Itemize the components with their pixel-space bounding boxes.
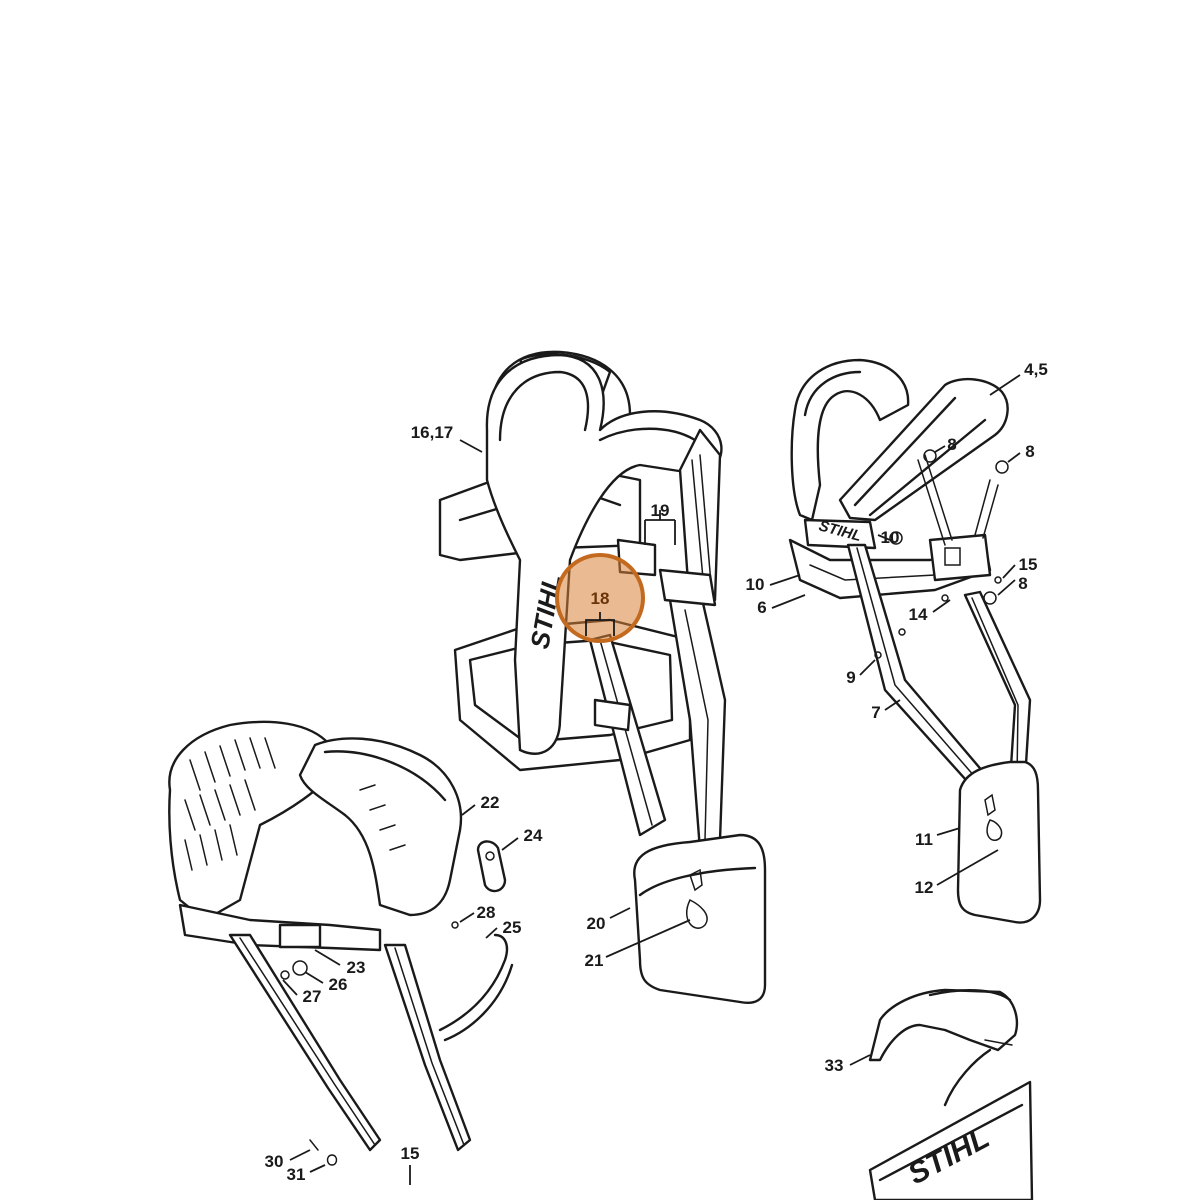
callout-30: 30	[265, 1152, 284, 1171]
callout-24: 24	[524, 826, 543, 845]
callout-7: 7	[871, 703, 880, 722]
callout-10-b: 10	[746, 575, 765, 594]
callout-19: 19	[651, 501, 670, 520]
callout-23: 23	[347, 958, 366, 977]
harness-assembly-4-5: STIHL	[788, 358, 1042, 924]
leader-lines	[282, 374, 1021, 1185]
callout-22: 22	[481, 793, 500, 812]
callout-25: 25	[503, 918, 522, 937]
callout-10-a: 10	[881, 528, 900, 547]
callout-15-a: 15	[1019, 555, 1038, 574]
callout-8-a: 8	[947, 435, 956, 454]
storage-pouch: STIHL	[868, 1080, 1034, 1200]
callout-28: 28	[477, 903, 496, 922]
callout-14: 14	[909, 605, 928, 624]
callout-20: 20	[587, 914, 606, 933]
safety-glasses	[868, 988, 1019, 1107]
callout-4-5: 4,5	[1024, 360, 1048, 379]
highlight-label: 18	[591, 589, 610, 608]
callout-27: 27	[303, 987, 322, 1006]
callout-12: 12	[915, 878, 934, 897]
callout-33: 33	[825, 1056, 844, 1075]
callout-labels: 16,17 19 4,5 8 8 10 10 6 15 8 14 9 7 11 …	[265, 360, 1048, 1184]
callout-26: 26	[329, 975, 348, 994]
callout-8-c: 8	[1018, 574, 1027, 593]
highlight-part-18[interactable]: 18	[555, 553, 645, 643]
harness-assembly-16-17: STIHL	[438, 350, 767, 1004]
callout-31: 31	[287, 1165, 306, 1184]
callout-16-17: 16,17	[411, 423, 454, 442]
harness-assembly-22	[168, 720, 514, 1166]
callout-6: 6	[757, 598, 766, 617]
callout-21: 21	[585, 951, 604, 970]
callout-11: 11	[915, 830, 933, 849]
callout-8-b: 8	[1025, 442, 1034, 461]
callout-15-b: 15	[401, 1144, 420, 1163]
callout-9: 9	[846, 668, 855, 687]
